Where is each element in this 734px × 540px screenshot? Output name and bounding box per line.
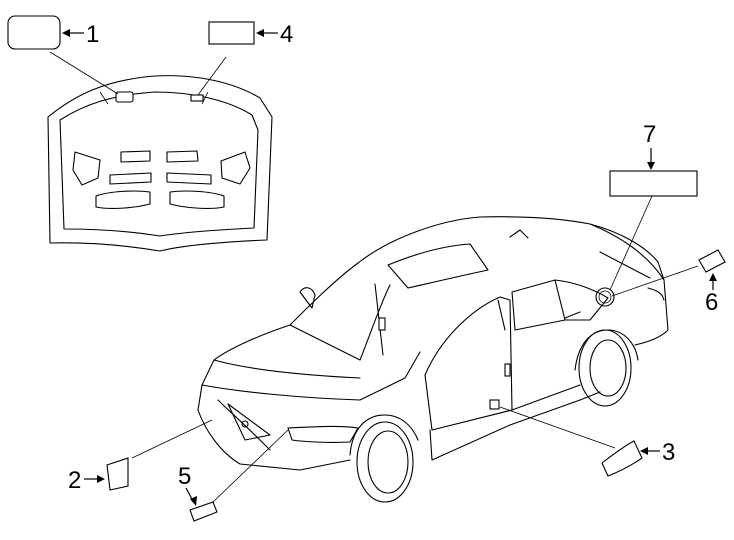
hood-panel	[47, 75, 273, 252]
label-6-callout: 6	[611, 249, 726, 316]
label-2-callout: 2	[68, 419, 213, 494]
label-5-icon	[189, 501, 218, 522]
callout-number-6: 6	[705, 289, 718, 316]
label-7-icon	[609, 170, 698, 197]
hood-label-1-marker	[115, 91, 134, 103]
label-3-icon	[601, 440, 643, 477]
callout-number-4: 4	[280, 21, 293, 48]
callout-number-3: 3	[662, 439, 675, 466]
label-2-icon	[106, 457, 129, 491]
label-7-callout: 7	[609, 121, 698, 291]
callout-number-5: 5	[178, 463, 191, 490]
hood-label-4-marker	[190, 94, 204, 102]
callout-number-2: 2	[68, 467, 81, 494]
label-4-callout: 4	[197, 21, 293, 96]
door-jamb-label-3-marker	[489, 399, 500, 410]
label-1-icon	[7, 15, 61, 50]
callout-number-7: 7	[643, 121, 656, 148]
label-3-callout: 3	[499, 406, 675, 477]
callout-number-1: 1	[86, 21, 99, 48]
label-4-icon	[208, 21, 255, 45]
label-5-callout: 5	[178, 429, 289, 522]
car-body	[197, 216, 669, 503]
label-1-callout: 1	[7, 15, 119, 95]
label-6-icon	[698, 249, 726, 273]
